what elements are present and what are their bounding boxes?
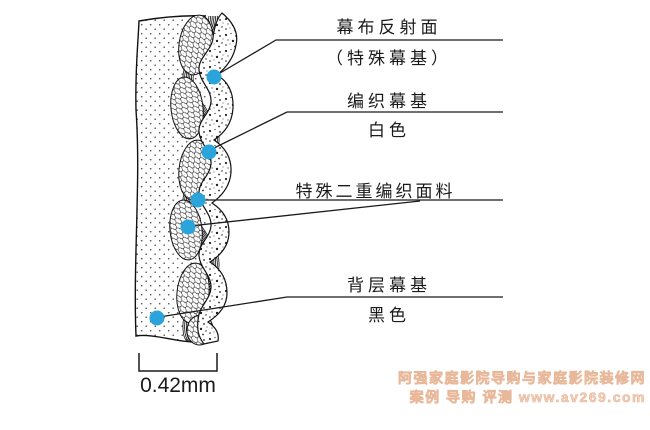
callout-dot-woven-base [201, 144, 217, 160]
label-back-base-color: 黑色 [368, 306, 410, 325]
watermark-line1: 阿强家庭影院导购与家庭影院装修网 [398, 370, 646, 387]
leader-lines [158, 39, 503, 318]
label-double-weave-fabric: 特殊二重编织面料 [295, 182, 456, 201]
measurement-bracket [138, 353, 218, 372]
label-woven-base-title: 编织幕基 [347, 92, 431, 111]
callout-dot-back-base [149, 310, 165, 326]
label-reflective-surface-subtitle: （特殊幕基） [326, 49, 452, 68]
callout-dot-double-weave-1 [190, 192, 206, 208]
leader-woven-base [209, 111, 503, 151]
leader-back-base [158, 296, 503, 318]
callout-dot-reflective-surface [206, 69, 222, 85]
label-woven-base-color: 白色 [368, 121, 410, 140]
callout-dots [149, 69, 222, 326]
thickness-value: 0.42mm [140, 374, 216, 397]
callout-dot-double-weave-2 [180, 219, 196, 235]
label-back-base-title: 背层幕基 [347, 276, 431, 295]
label-reflective-surface-title: 幕布反射面 [336, 18, 442, 37]
watermark-line2: 案例 导购 评测 www.av269.com [409, 389, 646, 406]
leader-reflective-surface [214, 39, 503, 77]
watermark: 阿强家庭影院导购与家庭影院装修网 案例 导购 评测 www.av269.com [346, 369, 646, 407]
leader-double-weave-2 [189, 200, 421, 227]
reflective-coating-layer [197, 12, 238, 345]
